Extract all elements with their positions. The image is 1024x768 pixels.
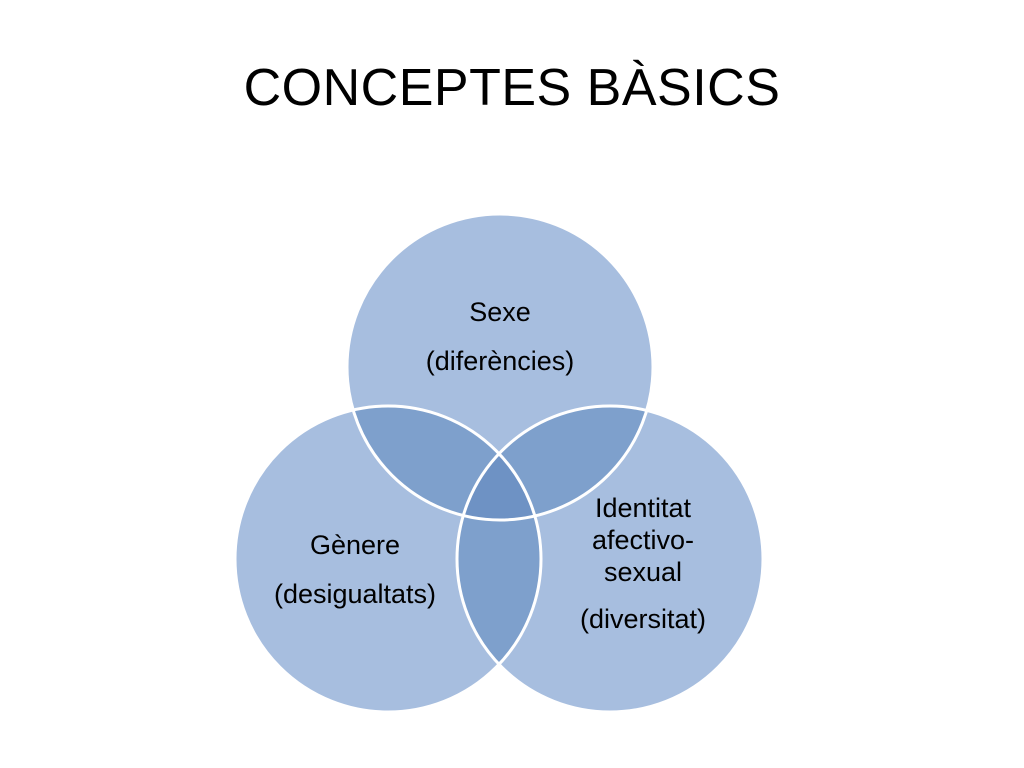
sexe-name: Sexe [469, 297, 531, 327]
identitat-name-line-1: Identitat [594, 493, 692, 523]
identitat-detail: (diversitat) [579, 604, 707, 634]
genere-detail: (desigualtats) [273, 579, 437, 609]
label-genere: Gènere (desigualtats) [255, 529, 455, 610]
label-sexe: Sexe (diferències) [400, 296, 600, 377]
identitat-name-line-2: afectivo- [591, 525, 695, 555]
slide-title: CONCEPTES BÀSICS [243, 59, 781, 117]
genere-name: Gènere [309, 530, 401, 560]
outline-genere [233, 404, 543, 714]
overlap-sexe-identitat [457, 406, 653, 520]
identitat-name-line-3: sexual [603, 557, 683, 587]
label-identitat: Identitat afectivo- sexual (diversitat) [548, 492, 738, 635]
overlap-sexe-genere [347, 406, 541, 520]
outline-sexe [345, 212, 655, 522]
sexe-detail: (diferències) [425, 346, 575, 376]
outline-identitat [455, 404, 765, 714]
